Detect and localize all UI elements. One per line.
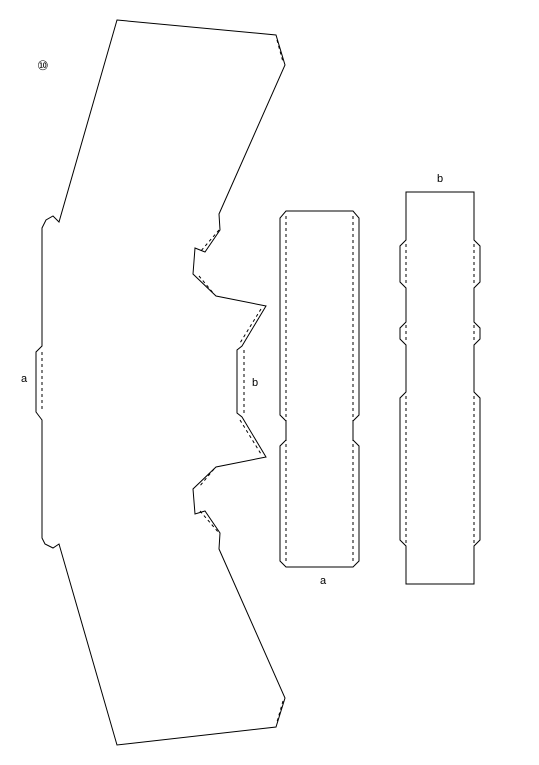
fold-line-upper-notch [199,229,220,253]
strip-a-outline [279,210,360,568]
strip-b-label: b [437,173,443,185]
piece-number: ⑩ [37,58,49,73]
main-piece-label-a: a [21,373,28,385]
main-piece [35,19,286,746]
strip-a-label: a [320,575,327,587]
fold-line-lower-notch [199,510,220,534]
strip-a [279,210,360,568]
fold-line-bottom-tip [276,700,284,723]
fold-line-lower-peak [239,419,262,455]
main-piece-label-b: b [252,377,258,389]
fold-line-upper-step [198,275,215,295]
main-piece-outline [35,19,286,746]
strip-b-outline [399,191,481,585]
fold-line-lower-step [198,468,215,488]
fold-line-upper-peak [239,308,262,344]
fold-line-top-tip [276,39,284,63]
strip-b [399,191,481,585]
